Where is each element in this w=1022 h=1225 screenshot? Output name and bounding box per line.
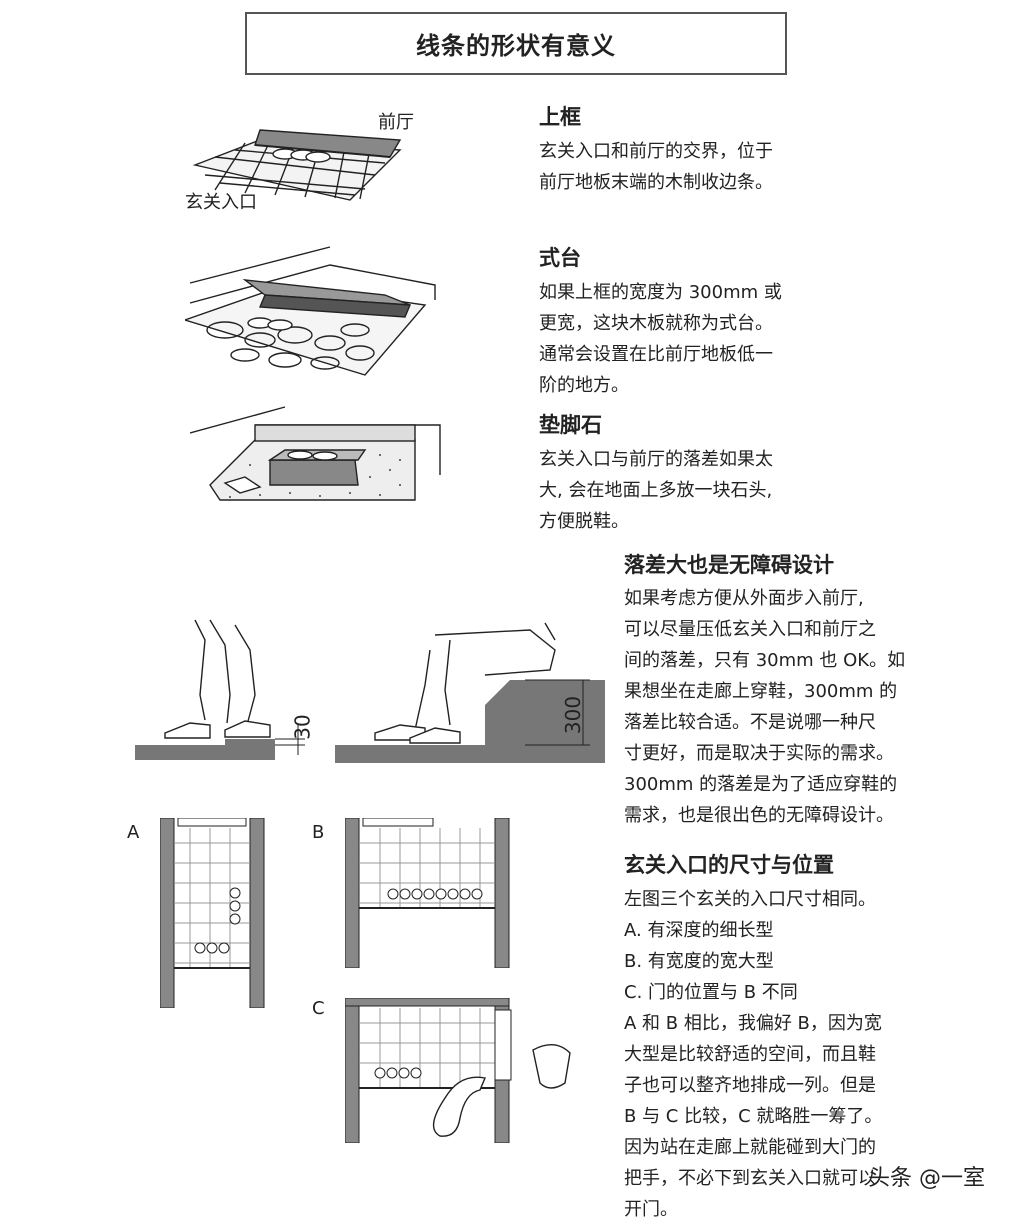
dim-300-label: 300 (561, 695, 586, 735)
watermark: 头条 @一室 (868, 1166, 985, 1191)
heading-barrier-free: 落差大也是无障碍设计 (624, 553, 834, 577)
entrance-label: 玄关入口 (185, 192, 257, 213)
low-step-illustration (135, 619, 305, 760)
heading-shikidai: 式台 (539, 246, 581, 270)
text-shikidai: 如果上框的宽度为 300mm 或更宽，这块木板就称为式台。通常会设置在比前厅地板… (539, 282, 782, 396)
stepping-stone-illustration (190, 406, 441, 501)
hall-label: 前厅 (378, 112, 414, 133)
shikidai-illustration (185, 246, 436, 376)
text-agarikamachi: 玄关入口和前厅的交界，位于前厅地板末端的木制收边条。 (539, 141, 773, 193)
page-title: 线条的形状有意义 (245, 12, 787, 75)
plan-b-illustration (345, 818, 510, 968)
text-barrier-free: 如果考虑方便从外面步入前厅,可以尽量压低玄关入口和前厅之间的落差，只有 30mm… (624, 588, 906, 826)
plan-c-illustration (345, 998, 571, 1143)
high-step-illustration (335, 622, 605, 763)
dim-30-label: 30 (290, 714, 315, 740)
text-stepping-stone: 玄关入口与前厅的落差如果太大, 会在地面上多放一块石头,方便脱鞋。 (539, 449, 773, 532)
agarikamachi-illustration (192, 129, 402, 201)
plan-b-label: B (312, 822, 325, 843)
plan-c-label: C (312, 998, 325, 1019)
heading-agarikamachi: 上框 (539, 105, 581, 129)
plan-a-label: A (127, 822, 140, 843)
heading-stepping-stone: 垫脚石 (539, 413, 602, 437)
plan-a-illustration (160, 818, 265, 1008)
heading-entrance-size: 玄关入口的尺寸与位置 (624, 853, 834, 877)
